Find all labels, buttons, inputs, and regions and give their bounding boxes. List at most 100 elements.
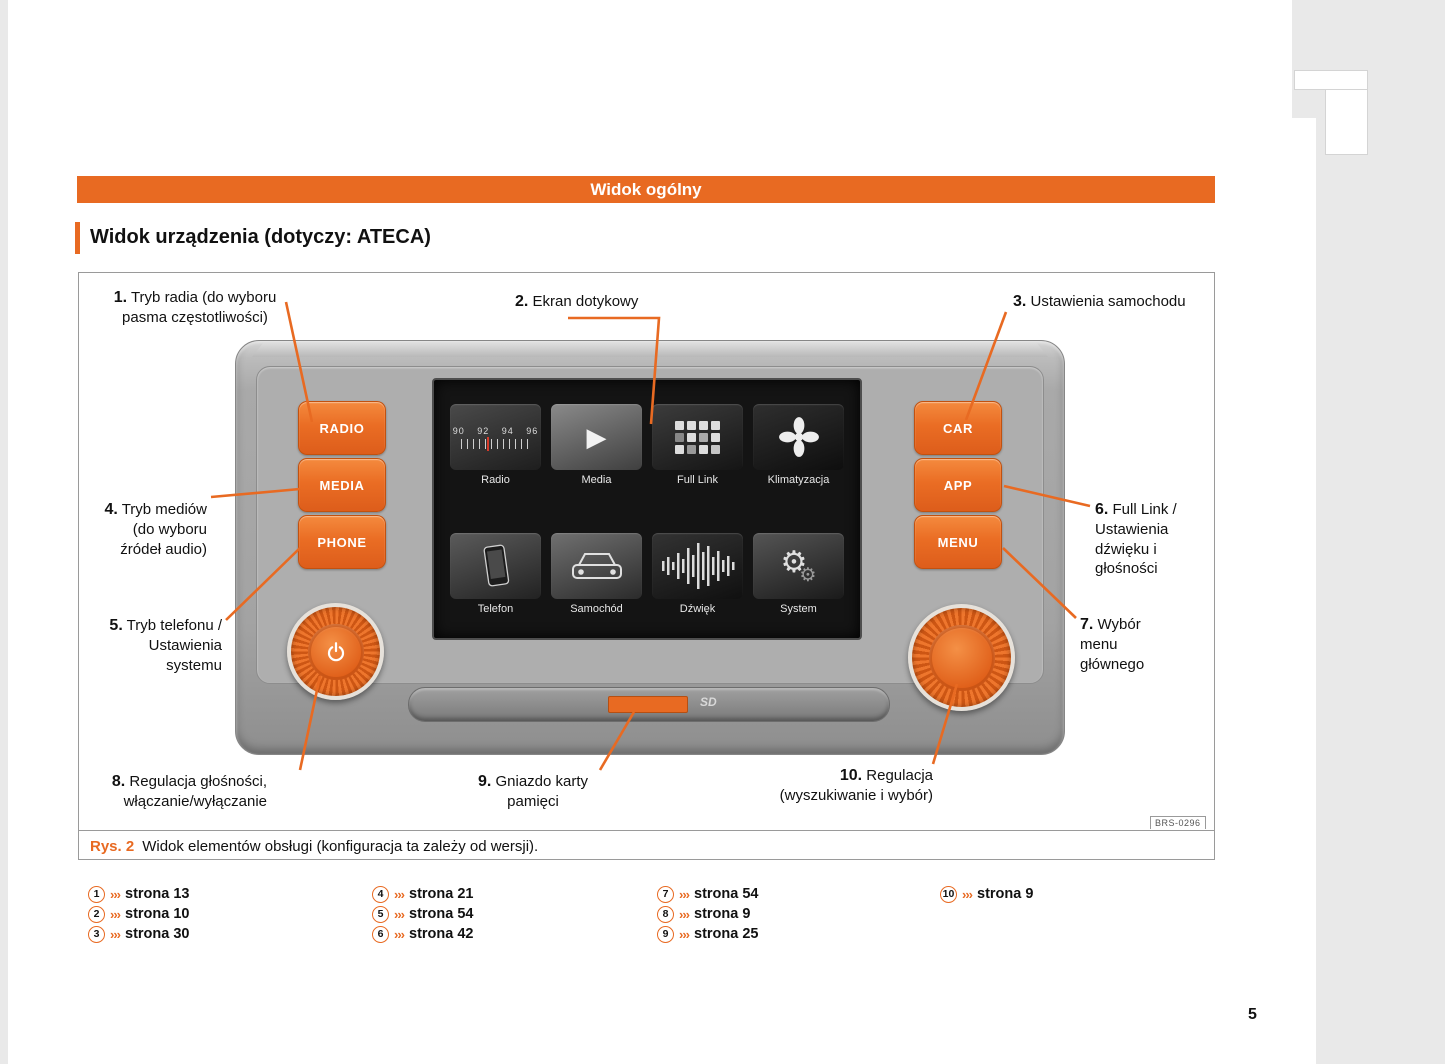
chevrons-icon: ›››: [962, 886, 973, 902]
callout-number: 9.: [477, 773, 492, 790]
ref-item: 8 ››› strona 9: [657, 905, 750, 923]
tile-samochod: Samochód: [551, 533, 642, 638]
ref-page: strona 9: [694, 906, 751, 922]
chevrons-icon: ›››: [394, 886, 405, 902]
ref-page: strona 25: [694, 926, 759, 942]
callout-text: Tryb telefonu / Ustawienia systemu: [126, 617, 222, 674]
page-number: 5: [1248, 1006, 1257, 1023]
ref-number-badge: 8: [657, 905, 674, 923]
callout-5: 5. Tryb telefonu / Ustawienia systemu: [100, 616, 222, 675]
figure-code: BRS-0296: [1150, 816, 1206, 829]
ref-page: strona 54: [694, 886, 759, 902]
ref-item: 4 ››› strona 21: [372, 885, 473, 903]
power-knob-core: [307, 623, 364, 680]
waveform-icon: [652, 533, 743, 599]
radio-button: RADIO: [298, 401, 386, 455]
callout-number: 1.: [113, 289, 128, 306]
app-grid: [675, 420, 720, 454]
callout-number: 6.: [1095, 501, 1109, 518]
radio-scale-numbers: 90 92 94 96: [452, 425, 539, 436]
callout-text: Tryb radia (do wyboru pasma częstotliwoś…: [122, 289, 277, 327]
app-button: APP: [914, 458, 1002, 512]
car-icon: [551, 533, 642, 599]
callout-2: 2. Ekran dotykowy: [515, 292, 638, 312]
callout-text: Regulacja (wyszukiwanie i wybór): [779, 767, 933, 805]
tile-radio: 90 92 94 96 Radio: [450, 404, 541, 509]
play-icon: ▶: [551, 404, 642, 470]
sd-logo: SD: [700, 695, 717, 709]
callout-text: Ekran dotykowy: [532, 293, 639, 310]
chevrons-icon: ›››: [394, 906, 405, 922]
crop-mark: [1294, 70, 1368, 90]
callout-8: 8. Regulacja głośności, włączanie/wyłącz…: [92, 772, 267, 812]
callout-number: 5.: [109, 617, 123, 634]
sd-card: [608, 696, 688, 713]
callout-number: 10.: [839, 767, 863, 784]
ref-page: strona 54: [409, 906, 474, 922]
tile-label: Samochód: [570, 603, 623, 615]
chevrons-icon: ›››: [394, 926, 405, 942]
radio-needle: [486, 436, 489, 451]
callout-10: 10. Regulacja (wyszukiwanie i wybór): [755, 766, 933, 806]
ref-page: strona 10: [125, 906, 190, 922]
ref-item: 1 ››› strona 13: [88, 885, 189, 903]
callout-text: Regulacja głośności, włączanie/wyłączani…: [123, 773, 267, 811]
tile-klimatyzacja: Klimatyzacja: [753, 404, 844, 509]
ref-page: strona 13: [125, 886, 190, 902]
section-banner: Widok ogólny: [77, 176, 1215, 203]
callout-3: 3. Ustawienia samochodu: [1013, 292, 1186, 312]
phone-button: PHONE: [298, 515, 386, 569]
ref-page: strona 21: [409, 886, 474, 902]
chevrons-icon: ›››: [110, 926, 121, 942]
callout-4: 4. Tryb mediów (do wyboru źródeł audio): [95, 500, 207, 559]
caption-separator: [79, 830, 1214, 831]
gears-icon: ⚙ ⚙: [753, 533, 844, 599]
fan-icon: [753, 404, 844, 470]
callout-text: Ustawienia samochodu: [1030, 293, 1186, 310]
chevrons-icon: ›››: [679, 906, 690, 922]
app-grid-icon: [652, 404, 743, 470]
radio-scale-icon: 90 92 94 96: [450, 404, 541, 470]
media-button: MEDIA: [298, 458, 386, 512]
callout-number: 7.: [1080, 616, 1094, 633]
page-title: Widok urządzenia (dotyczy: ATECA): [90, 226, 431, 248]
callout-1: 1. Tryb radia (do wyboru pasma częstotli…: [100, 288, 290, 328]
head-unit-top-bevel: [252, 342, 1048, 357]
ref-item: 6 ››› strona 42: [372, 925, 473, 943]
tuning-knob-core: [928, 624, 995, 691]
ref-page: strona 9: [977, 886, 1034, 902]
section-banner-title: Widok ogólny: [590, 179, 702, 199]
touchscreen: 90 92 94 96 Radio ▶ Media Full Link: [432, 378, 862, 640]
ref-number-badge: 5: [372, 905, 389, 923]
ref-number-badge: 2: [88, 905, 105, 923]
callout-text: Gniazdo karty pamięci: [495, 773, 589, 811]
tile-full-link: Full Link: [652, 404, 743, 509]
tile-label: System: [780, 603, 817, 615]
figure-caption-text: Widok elementów obsługi (konfiguracja ta…: [142, 838, 539, 855]
ref-item: 7 ››› strona 54: [657, 885, 758, 903]
chevrons-icon: ›››: [679, 926, 690, 942]
ref-item: 2 ››› strona 10: [88, 905, 189, 923]
chevrons-icon: ›››: [110, 886, 121, 902]
tile-label: Telefon: [477, 603, 514, 615]
tuning-select-knob: [908, 604, 1015, 711]
ref-number-badge: 6: [372, 925, 389, 943]
gear-glyph-small: ⚙: [799, 564, 817, 586]
callout-number: 2.: [515, 293, 529, 310]
ref-item: 5 ››› strona 54: [372, 905, 473, 923]
crop-mark: [1325, 90, 1368, 155]
power-icon: [327, 641, 344, 661]
chevrons-icon: ›››: [679, 886, 690, 902]
tile-label: Media: [581, 474, 612, 486]
title-accent-bar: [75, 222, 80, 254]
figure-caption-label: Rys. 2: [90, 838, 135, 855]
power-volume-knob: [287, 603, 384, 700]
ref-item: 3 ››› strona 30: [88, 925, 189, 943]
tile-label: Dźwięk: [679, 603, 716, 615]
figure-caption: Rys. 2 Widok elementów obsługi (konfigur…: [90, 838, 538, 855]
tile-system: ⚙ ⚙ System: [753, 533, 844, 638]
ref-item: 10 ››› strona 9: [940, 885, 1033, 903]
tile-label: Radio: [481, 474, 510, 486]
ref-number-badge: 7: [657, 885, 674, 903]
callout-number: 3.: [1013, 293, 1027, 310]
